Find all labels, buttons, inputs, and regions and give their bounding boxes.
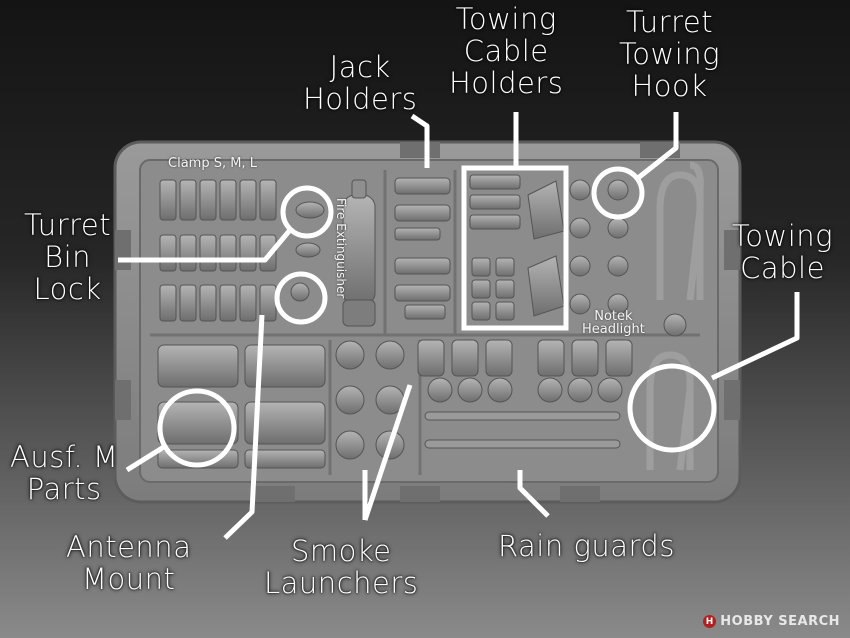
antenna-mount-highlight [274, 271, 328, 325]
jack-holders-label: Jack Holders [303, 51, 417, 115]
rain-guard-parts [424, 411, 621, 449]
smoke-launchers-line-2: Launchers [264, 566, 419, 600]
towing-cable-line-2: Cable [740, 251, 825, 285]
antenna-mount-part [290, 282, 310, 302]
turret-towing-hook-line-1: Turret [625, 5, 714, 39]
jack-holders-line-1: Jack [329, 50, 391, 84]
ausf-m-parts [157, 344, 326, 469]
turret-towing-hook-highlight [591, 166, 645, 220]
turret-towing-hook-label: Turret Towing Hook [619, 6, 720, 102]
ausf-m-parts-label: Ausf. M Parts [10, 441, 118, 505]
turret-towing-hook-parts [569, 179, 629, 315]
turret-bin-lock-line-3: Lock [33, 272, 102, 306]
antenna-mount-label: Antenna Mount [66, 531, 191, 595]
turret-towing-hook-line-3: Hook [631, 69, 708, 103]
towing-cable-holders-label: Towing Cable Holders [449, 3, 563, 99]
towing-cable-line-1: Towing [732, 219, 834, 253]
towing-cable-holders-line-1: Towing [455, 2, 557, 36]
smoke-launcher-brackets [417, 339, 633, 377]
rain-guards-line-1: Rain guards [498, 529, 675, 563]
clamp-label: Clamp S, M, L [168, 156, 257, 171]
turret-bin-lock-highlight [280, 185, 334, 239]
fire-extinguisher-label: Fire Extinguisher [334, 198, 348, 299]
antenna-mount-line-1: Antenna [66, 530, 192, 564]
towing-cable-highlight [627, 363, 717, 453]
notek-headlight-label: Notek Headlight [582, 310, 645, 336]
turret-bin-lock-line-1: Turret [24, 208, 112, 242]
notek-headlight-line-1: Notek [594, 309, 633, 324]
watermark-text: HOBBY SEARCH [720, 614, 840, 629]
notek-headlight-part [663, 313, 687, 337]
towing-cable-holder-parts [469, 174, 565, 321]
jack-holder-parts [394, 177, 451, 320]
antenna-mount-line-2: Mount [82, 562, 176, 596]
jack-holders-line-2: Holders [303, 82, 418, 116]
hobby-search-logo-icon: H [703, 615, 717, 628]
turret-bin-lock-parts [295, 201, 325, 258]
smoke-launchers-label: Smoke Launchers [264, 535, 418, 599]
towing-cable-label: Towing Cable [732, 220, 833, 284]
turret-bin-lock-line-2: Bin [44, 240, 92, 274]
towing-cable-holders-line-3: Holders [449, 66, 564, 100]
ausf-m-parts-highlight [157, 388, 237, 468]
ausf-m-parts-line-1: Ausf. M [10, 440, 119, 474]
turret-bin-lock-label: Turret Bin Lock [24, 209, 111, 305]
turret-towing-hook-line-2: Towing [619, 37, 721, 71]
rain-guards-label: Rain guards [498, 530, 675, 562]
towing-cable-holders-line-2: Cable [463, 34, 549, 68]
callout-leaders [118, 112, 800, 540]
smoke-launcher-parts [335, 340, 623, 460]
notek-headlight-line-2: Headlight [582, 322, 645, 337]
towing-cable-parts [646, 161, 704, 471]
smoke-launchers-line-1: Smoke [290, 534, 392, 568]
hobby-search-watermark: H HOBBY SEARCH [703, 614, 840, 629]
ausf-m-parts-line-2: Parts [26, 472, 102, 506]
fire-extinguisher-part [342, 179, 376, 327]
